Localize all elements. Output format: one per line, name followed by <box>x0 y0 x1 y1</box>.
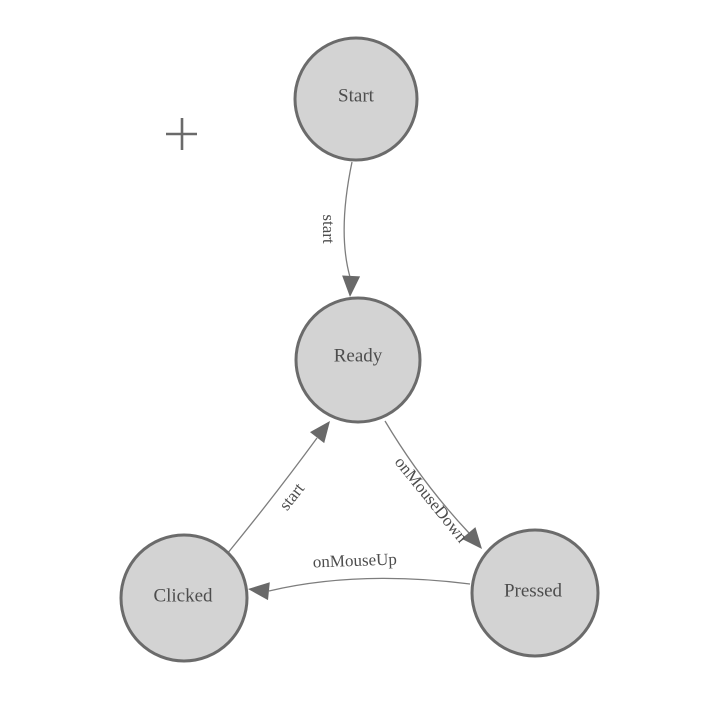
origin-crosshair-icon <box>166 118 197 150</box>
state-circle[interactable] <box>470 528 600 658</box>
state-circle[interactable] <box>294 296 422 424</box>
transition-start-to-ready[interactable]: start <box>319 161 361 297</box>
arrowhead-icon <box>461 527 482 549</box>
arrowhead-icon <box>310 421 330 444</box>
transition-ready-to-pressed[interactable]: onMouseDown <box>384 420 482 549</box>
state-label: Pressed <box>504 581 563 602</box>
state-node-start[interactable]: Start <box>293 36 419 162</box>
arrowhead-icon <box>248 582 270 601</box>
edge-line[interactable] <box>384 420 470 534</box>
state-circle[interactable] <box>293 36 419 162</box>
edge-line[interactable] <box>268 577 471 592</box>
state-node-clicked[interactable]: Clicked <box>119 533 249 663</box>
state-circle[interactable] <box>119 533 249 663</box>
state-node-pressed[interactable]: Pressed <box>470 528 600 658</box>
state-label: Start <box>338 86 375 107</box>
edge-line[interactable] <box>343 161 353 278</box>
edge-label-start-bottom: start <box>275 479 308 514</box>
edge-label-start-top: start <box>319 214 338 244</box>
transition-pressed-to-clicked[interactable]: onMouseUp <box>248 550 471 601</box>
edge-label-onmouseup: onMouseUp <box>312 550 397 572</box>
arrowhead-icon <box>342 275 361 297</box>
state-label: Clicked <box>153 586 213 607</box>
transition-clicked-to-ready[interactable]: start <box>226 421 330 555</box>
state-node-ready[interactable]: Ready <box>294 296 422 424</box>
edge-label-onmousedown: onMouseDown <box>391 453 472 547</box>
edge-line[interactable] <box>226 437 318 555</box>
state-label: Ready <box>334 346 383 367</box>
